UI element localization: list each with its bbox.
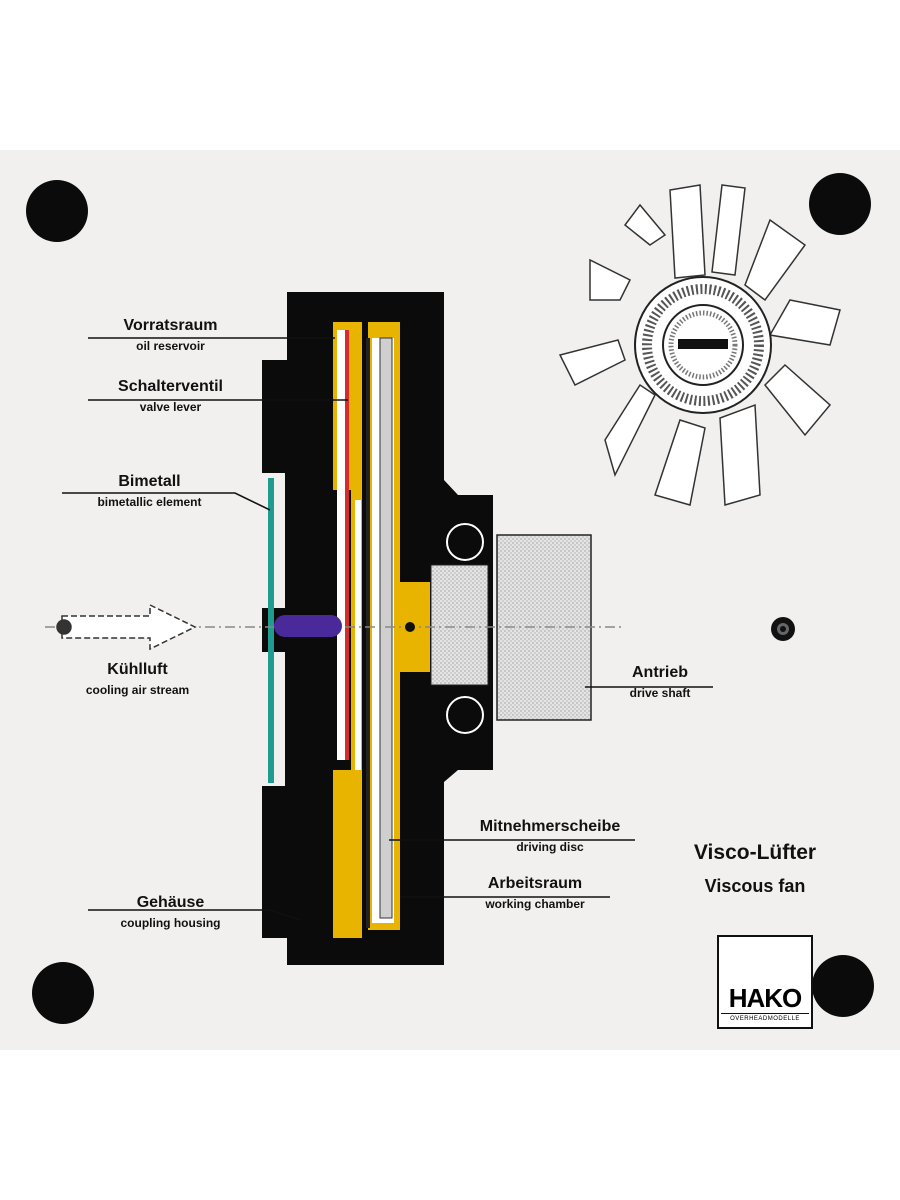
- label-working-chamber: Arbeitsraum working chamber: [460, 874, 610, 912]
- label-driving-disc-de: Mitnehmerscheibe: [479, 818, 621, 835]
- label-oil-reservoir: Vorratsraum oil reservoir: [88, 316, 253, 354]
- label-valve-lever-de: Schalterventil: [118, 378, 223, 395]
- logo-tagline: OVERHEADMODELLE: [721, 1013, 809, 1024]
- cooling-air-arrow: [56, 603, 197, 651]
- label-working-chamber-en: working chamber: [485, 897, 585, 911]
- label-housing: Gehäuse coupling housing: [88, 893, 253, 931]
- label-oil-reservoir-de: Vorratsraum: [123, 317, 218, 334]
- label-drive-shaft: Antrieb drive shaft: [610, 663, 710, 701]
- hako-logo: HAKO OVERHEADMODELLE: [717, 935, 813, 1029]
- diagram-subtitle: Viscous fan: [704, 876, 806, 896]
- label-driving-disc: Mitnehmerscheibe driving disc: [460, 817, 640, 855]
- label-oil-reservoir-en: oil reservoir: [136, 339, 205, 353]
- bearing-ball-bottom: [446, 696, 484, 734]
- mounting-hole-top-left: [26, 180, 88, 242]
- label-bimetal-en: bimetallic element: [97, 495, 202, 509]
- valve-lever: [345, 330, 349, 760]
- logo-word: HAKO: [728, 983, 803, 1013]
- diagram-title: Visco-Lüfter: [693, 841, 817, 864]
- screw-icon: [771, 617, 795, 641]
- label-driving-disc-en: driving disc: [516, 840, 584, 854]
- label-cooling-air: Kühlluft cooling air stream: [55, 660, 220, 698]
- driving-disc: [379, 337, 393, 919]
- bearing-block: [430, 564, 489, 686]
- pin: [274, 615, 342, 637]
- viscous-fan-cross-section: [26, 173, 874, 1024]
- diagram-panel: Vorratsraum oil reservoir Schalterventil…: [0, 150, 900, 1050]
- label-valve-lever-en: valve lever: [139, 400, 202, 414]
- label-housing-de: Gehäuse: [136, 894, 205, 911]
- mounting-hole-bottom-left: [32, 962, 94, 1024]
- leader-lines: [62, 337, 713, 921]
- mounting-hole-top-right: [809, 173, 871, 235]
- bimetal-strip: [268, 478, 274, 783]
- label-cooling-air-en: cooling air stream: [85, 683, 190, 697]
- mounting-hole-bottom-right: [812, 955, 874, 1017]
- label-bimetal-de: Bimetall: [118, 473, 181, 490]
- fan-illustration: [558, 184, 841, 506]
- bearing-ball-top: [446, 523, 484, 561]
- label-bimetal: Bimetall bimetallic element: [62, 472, 237, 510]
- label-drive-shaft-en: drive shaft: [629, 686, 691, 700]
- label-drive-shaft-de: Antrieb: [632, 664, 688, 681]
- label-cooling-air-de: Kühlluft: [107, 661, 168, 678]
- label-housing-en: coupling housing: [120, 916, 221, 930]
- label-valve-lever: Schalterventil valve lever: [88, 377, 253, 415]
- label-working-chamber-de: Arbeitsraum: [487, 875, 583, 892]
